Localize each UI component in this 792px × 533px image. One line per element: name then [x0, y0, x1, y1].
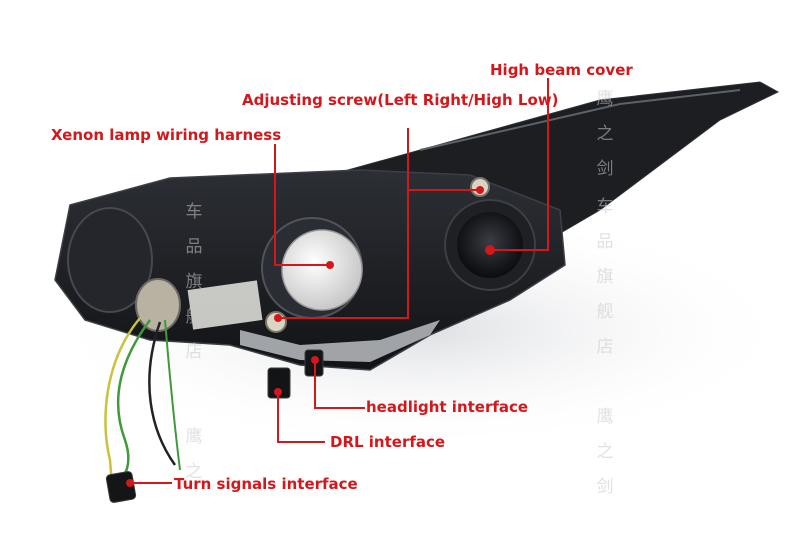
label-xenon-harness: Xenon lamp wiring harness	[51, 126, 282, 144]
turn-bulb-socket	[135, 278, 181, 332]
watermark-right-bottom: 鹰之剑	[596, 407, 614, 497]
xenon-dust-cap	[281, 229, 363, 311]
watermark-right-top: 鹰之剑	[596, 89, 614, 179]
label-headlight-interface: headlight interface	[366, 398, 529, 416]
line-xenon	[274, 144, 330, 266]
dot-drl	[274, 388, 282, 396]
line-headlight	[314, 360, 365, 409]
label-drl-interface: DRL interface	[330, 433, 446, 451]
callout-lines	[130, 78, 549, 484]
watermark-left: 车品旗舰店	[185, 202, 203, 362]
green-wire-2	[164, 319, 181, 471]
housing-trim	[419, 89, 741, 151]
label-high-beam-cover: High beam cover	[490, 61, 633, 79]
callout-dots	[126, 186, 495, 487]
dot-headlight	[311, 356, 319, 364]
label-turn-signals: Turn signals interface	[174, 475, 358, 493]
black-wire	[148, 321, 177, 466]
line-screw-bottom	[278, 190, 409, 319]
dot-screw-top	[476, 186, 484, 194]
reflector-strip	[240, 320, 440, 362]
dot-turn	[126, 479, 134, 487]
dot-screw-bottom	[274, 314, 282, 322]
left-socket	[67, 207, 153, 313]
line-drl	[277, 392, 325, 443]
product-sticker	[187, 280, 263, 330]
line-high-beam	[492, 78, 549, 251]
label-adjusting-screw: Adjusting screw(Left Right/High Low)	[242, 91, 559, 109]
yellow-wire	[104, 317, 141, 486]
dot-xenon	[326, 261, 334, 269]
dot-high-beam	[485, 245, 495, 255]
watermark-left-bottom: 鹰之	[185, 427, 203, 482]
watermark-right: 车品旗舰店	[596, 197, 614, 357]
turn-signal-connector	[105, 471, 137, 503]
